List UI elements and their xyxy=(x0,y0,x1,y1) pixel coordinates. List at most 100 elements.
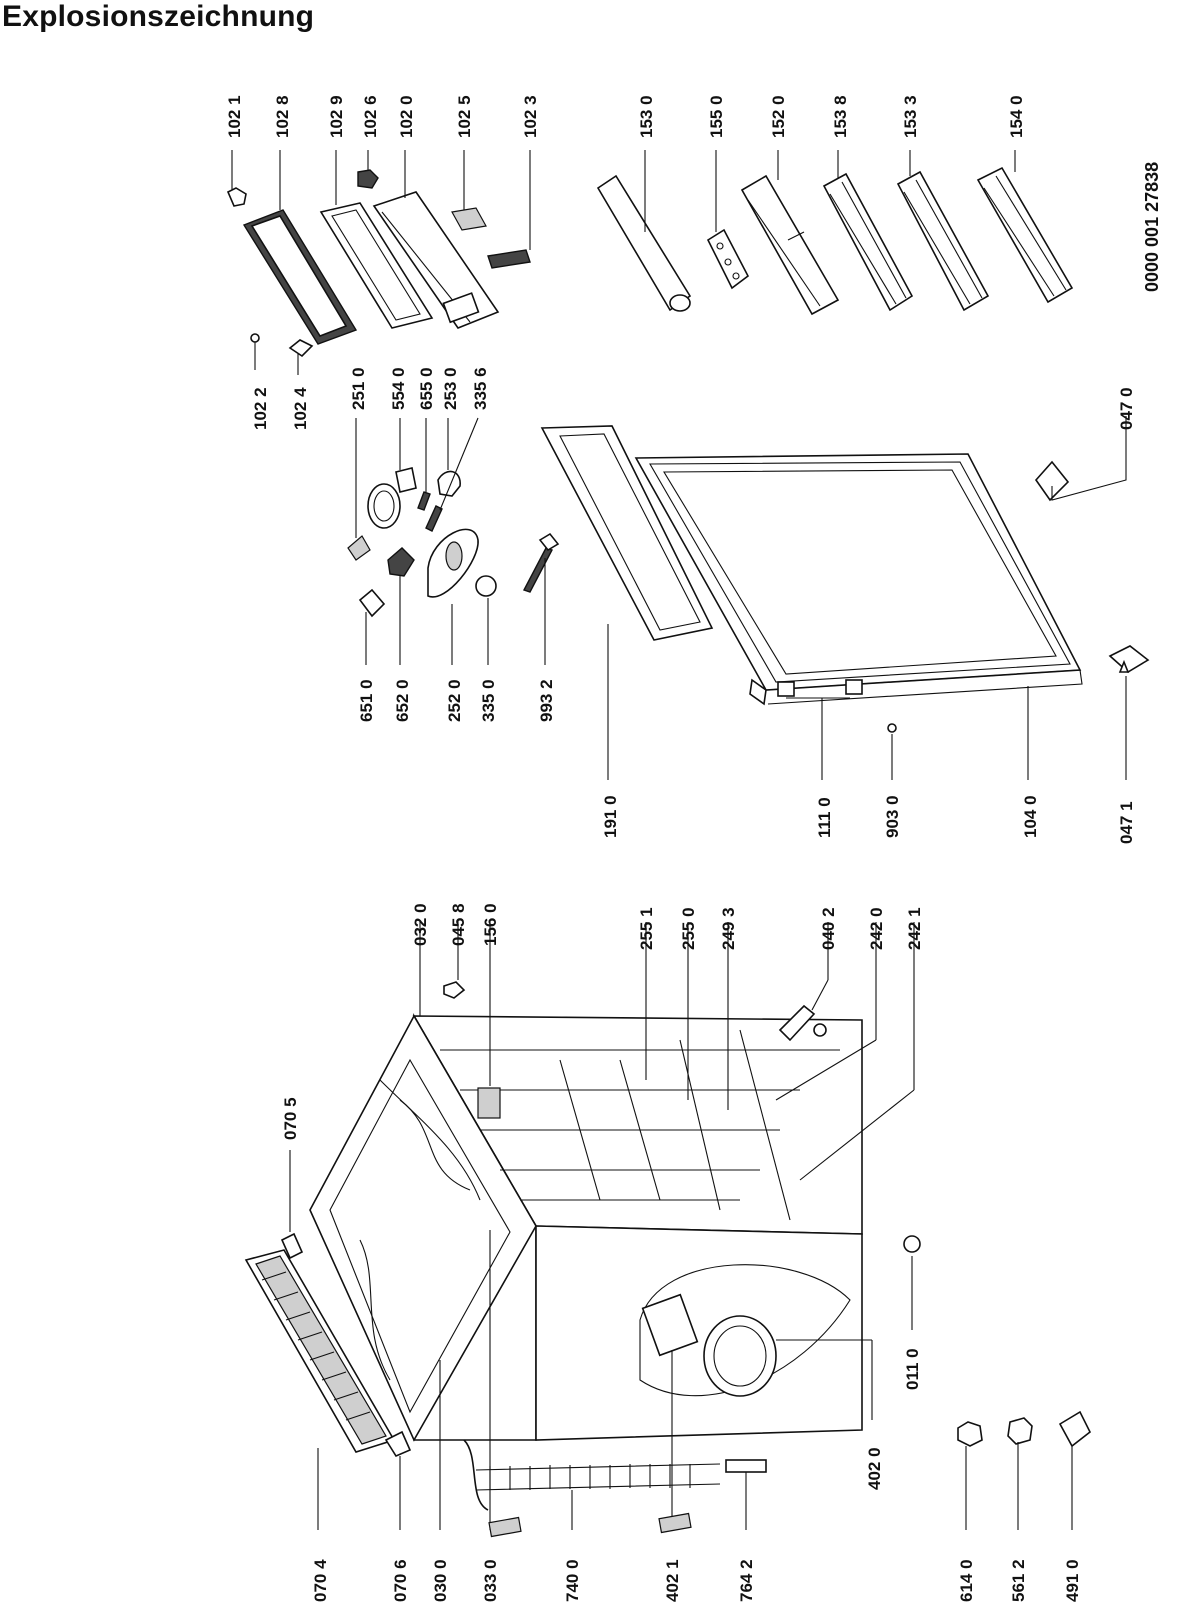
part-0471-foot xyxy=(1108,645,1150,673)
label-1530: 153 0 xyxy=(637,95,656,138)
label-1020: 102 0 xyxy=(397,95,416,138)
label-4021: 402 1 xyxy=(663,1559,682,1602)
part-6510-lamp xyxy=(358,588,386,618)
part-6140 xyxy=(957,1421,983,1447)
label-0320: 032 0 xyxy=(411,903,430,946)
part-1533-shelf xyxy=(896,170,990,312)
label-5540: 554 0 xyxy=(389,367,408,410)
part-0705-bracket xyxy=(280,1232,304,1260)
part-1910-door-trim xyxy=(540,425,714,641)
label-6550: 655 0 xyxy=(417,367,436,410)
cabinet-assembly xyxy=(244,920,921,1538)
label-0402: 040 2 xyxy=(819,907,838,950)
cabinet-top xyxy=(309,1014,537,1442)
label-0470: 047 0 xyxy=(1117,387,1136,430)
part-0706 xyxy=(384,1430,412,1458)
part-1520-shelf xyxy=(740,174,840,316)
label-1550: 155 0 xyxy=(707,95,726,138)
part-1024-piece xyxy=(288,339,314,358)
part-0110-foot xyxy=(903,1235,921,1253)
part-0458 xyxy=(443,981,466,999)
door-shelves xyxy=(596,150,1074,316)
label-0458: 045 8 xyxy=(449,903,468,946)
part-1040-door xyxy=(634,453,1082,691)
part-0402-hinge xyxy=(778,1004,816,1042)
label-5612: 561 2 xyxy=(1009,1559,1028,1602)
door-assembly xyxy=(540,416,1150,780)
label-1538: 153 8 xyxy=(831,95,850,138)
part-4020-compressor xyxy=(703,1315,777,1397)
part-1026-hinge xyxy=(357,169,379,189)
part-3350-knob xyxy=(475,575,497,597)
cabinet-back xyxy=(535,1225,863,1441)
part-4021-relay xyxy=(641,1293,699,1357)
part-1029-frame xyxy=(319,202,434,329)
label-1540: 154 0 xyxy=(1007,95,1026,138)
part-9932-sensor xyxy=(522,547,554,593)
label-6510: 651 0 xyxy=(357,679,376,722)
label-2493: 249 3 xyxy=(719,907,738,950)
label-3350: 335 0 xyxy=(479,679,498,722)
part-2510 xyxy=(347,535,371,561)
part-5612 xyxy=(1007,1417,1033,1445)
page-title: Explosionszeichnung xyxy=(2,0,315,33)
label-2420: 242 0 xyxy=(867,907,886,950)
part-0470-foot xyxy=(1034,460,1070,502)
label-0704: 070 4 xyxy=(311,1559,330,1602)
label-9932: 993 2 xyxy=(537,679,556,722)
label-0110: 011 0 xyxy=(903,1348,922,1390)
label-6520: 652 0 xyxy=(393,679,412,722)
part-7400-condenser xyxy=(475,1463,721,1491)
label-0471: 047 1 xyxy=(1117,801,1136,844)
label-0706: 070 6 xyxy=(391,1559,410,1602)
label-4910: 491 0 xyxy=(1063,1559,1082,1602)
part-1022-screw xyxy=(250,333,260,343)
door-hinge-right xyxy=(845,679,863,695)
door-hinge-left xyxy=(777,681,795,697)
label-0300: 030 0 xyxy=(431,1559,450,1602)
label-1040: 104 0 xyxy=(1021,795,1040,838)
label-2421: 242 1 xyxy=(905,907,924,950)
label-1560: 156 0 xyxy=(481,903,500,946)
label-1910: 191 0 xyxy=(601,795,620,838)
doc-number: 0000 001 27838 xyxy=(1142,162,1162,292)
part-5540-fan xyxy=(367,483,401,529)
thermostat-lamp-group xyxy=(347,417,560,665)
part-4910 xyxy=(1058,1410,1092,1448)
part-1540-shelf xyxy=(976,166,1074,304)
label-4020: 402 0 xyxy=(865,1447,884,1490)
part-1530-bar xyxy=(596,174,692,312)
label-6140: 614 0 xyxy=(957,1559,976,1602)
label-2520: 252 0 xyxy=(445,679,464,722)
part-1560-control xyxy=(477,1087,501,1119)
part-6550 xyxy=(417,491,431,511)
label-1028: 102 8 xyxy=(273,95,292,138)
part-labels: 102 1 102 8 102 9 102 6 102 0 102 5 102 … xyxy=(225,95,1162,1602)
label-1023: 102 3 xyxy=(521,95,540,138)
label-2551: 255 1 xyxy=(637,907,656,950)
label-2510: 251 0 xyxy=(349,367,368,410)
label-7400: 740 0 xyxy=(563,1559,582,1602)
compressor-area xyxy=(639,1264,851,1397)
label-2550: 255 0 xyxy=(679,907,698,950)
part-1021-clip xyxy=(226,187,247,207)
label-1026: 102 6 xyxy=(361,95,380,138)
part-7642-dryer xyxy=(725,1459,767,1473)
label-3356: 335 6 xyxy=(471,367,490,410)
part-1538-shelf xyxy=(822,172,914,312)
part-2530 xyxy=(437,470,461,497)
label-1025: 102 5 xyxy=(455,95,474,138)
label-1520: 152 0 xyxy=(769,95,788,138)
label-0705: 070 5 xyxy=(281,1097,300,1140)
part-1025-plate xyxy=(451,207,487,231)
label-1110: 111 0 xyxy=(815,797,834,838)
label-9030: 903 0 xyxy=(883,795,902,838)
label-1533: 153 3 xyxy=(901,95,920,138)
label-1021: 102 1 xyxy=(225,95,244,138)
label-1029: 102 9 xyxy=(327,95,346,138)
door-gasket-assembly xyxy=(226,150,531,375)
label-1024: 102 4 xyxy=(291,387,310,430)
part-3356 xyxy=(425,505,443,532)
part-9030-screw xyxy=(887,723,897,733)
